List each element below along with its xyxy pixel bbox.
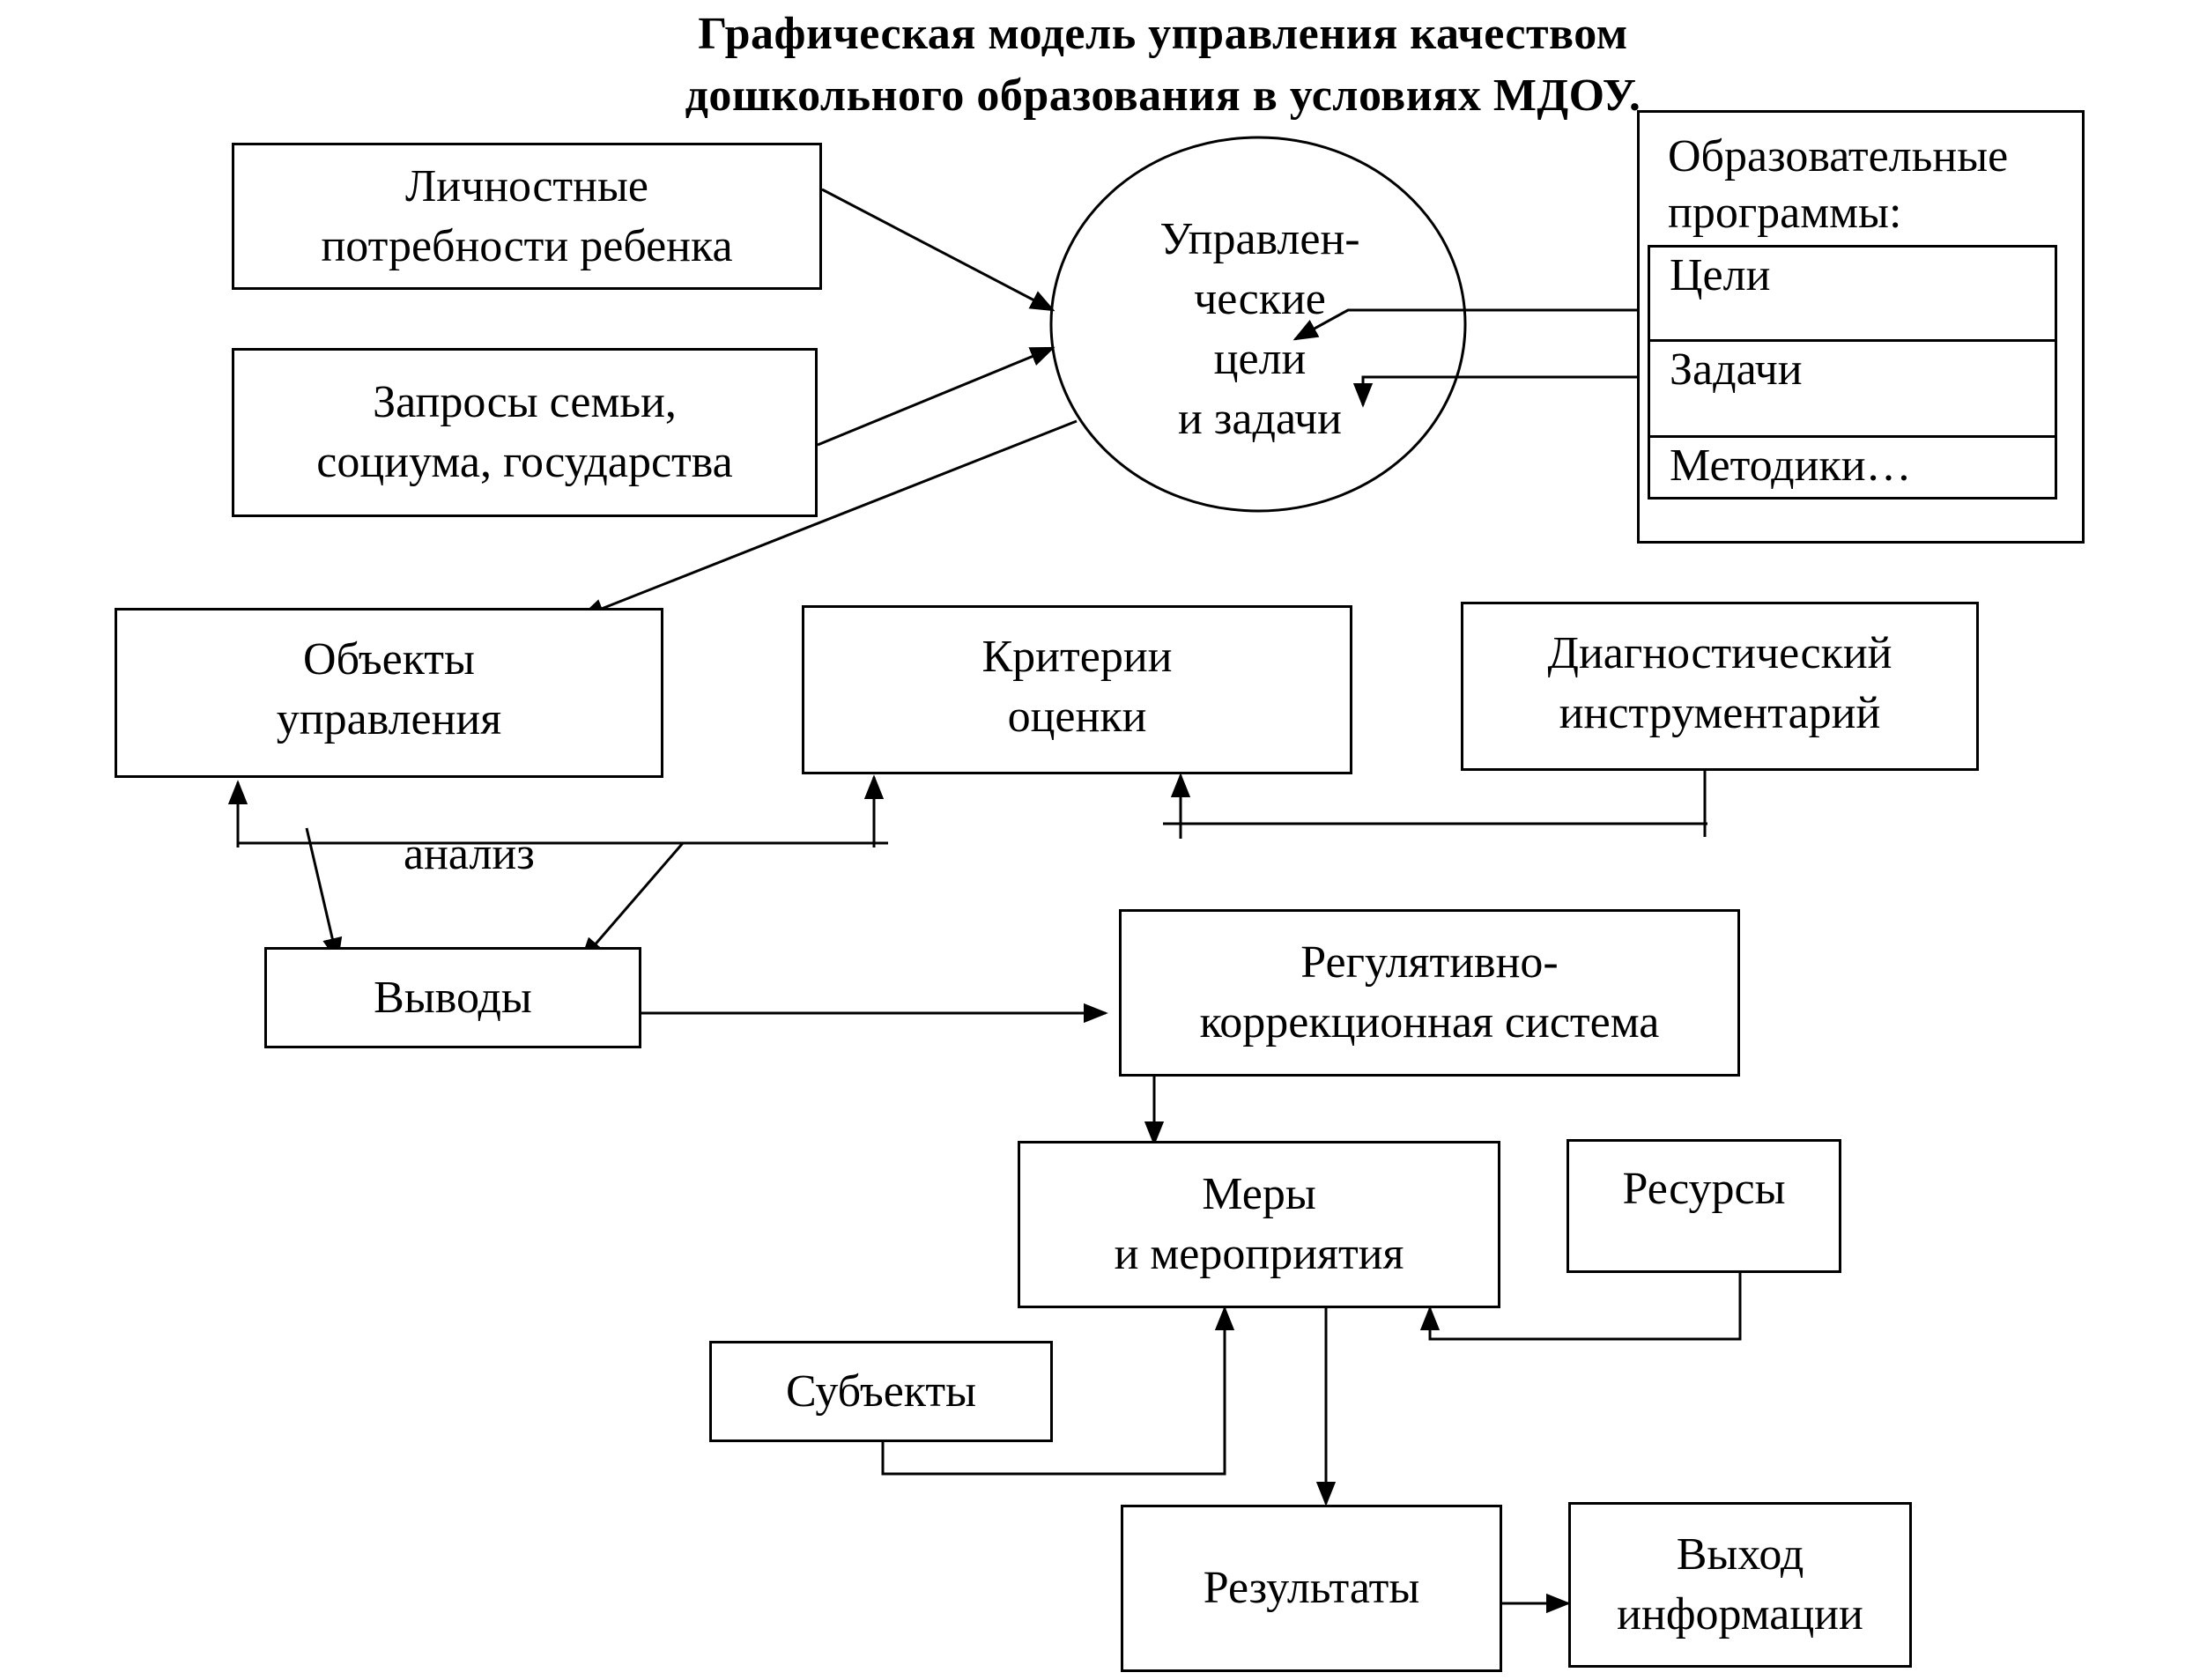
results-box: Результаты (1121, 1505, 1502, 1672)
subjects-label: Субъекты (785, 1365, 977, 1417)
programs-item-tasks: Задачи (1648, 339, 2057, 438)
regulative-label: Регулятивно- коррекционная система (1199, 937, 1660, 1047)
goals-ellipse (1049, 136, 1467, 513)
objects-box: Объекты управления (115, 608, 663, 778)
resources-box: Ресурсы (1567, 1139, 1841, 1273)
measures-box: Меры и мероприятия (1018, 1141, 1500, 1308)
criteria-label: Критерии оценки (981, 632, 1173, 742)
resources-label: Ресурсы (1622, 1164, 1786, 1214)
arrow-analysis-conclusions-left (305, 827, 343, 963)
output-box: Выход информации (1568, 1502, 1912, 1668)
requests-box: Запросы семьи, социума, государства (232, 348, 818, 517)
programs-item-goals: Цели (1648, 245, 2057, 342)
results-label: Результаты (1203, 1563, 1420, 1613)
arrow-programs-tasks (1352, 375, 1639, 408)
personal-needs-box: Личностные потребности ребенка (232, 143, 822, 290)
arrow-needs-to-goals (821, 188, 1055, 312)
criteria-box: Критерии оценки (802, 605, 1352, 774)
arrow-analysis-conclusions-right (580, 842, 685, 963)
objects-label: Объекты управления (276, 634, 502, 744)
conclusions-box: Выводы (264, 947, 641, 1048)
arrow-requests-to-goals (817, 346, 1055, 447)
diagram-title: Графическая модель управления качеством … (0, 4, 2185, 127)
conclusions-label: Выводы (374, 972, 532, 1023)
requests-label: Запросы семьи, социума, государства (316, 377, 733, 487)
diagnostic-box: Диагностический инструментарий (1461, 602, 1979, 771)
analysis-label: анализ (404, 829, 535, 879)
title-line-2: дошкольного образования в условиях МДОУ. (685, 70, 1641, 121)
programs-item-methods: Методики… (1648, 435, 2057, 500)
diagnostic-label: Диагностический инструментарий (1547, 628, 1892, 738)
regulative-box: Регулятивно- коррекционная система (1119, 909, 1740, 1077)
arrow-resources-measures (1419, 1273, 1742, 1341)
title-line-1: Графическая модель управления качеством (698, 9, 1628, 59)
subjects-box: Субъекты (709, 1341, 1053, 1442)
programs-title: Образовательные программы: (1668, 131, 2009, 238)
arrow-programs-goals (1292, 308, 1639, 341)
goals-label: Управлен- ческие цели и задачи (1159, 214, 1360, 444)
arrow-subjects-measures (881, 1306, 1235, 1476)
output-label: Выход информации (1617, 1529, 1863, 1639)
personal-needs-label: Личностные потребности ребенка (321, 160, 733, 271)
arrow-goals-to-objects (579, 419, 1078, 618)
measures-label: Меры и мероприятия (1114, 1169, 1404, 1279)
programs-box (1637, 110, 2085, 544)
